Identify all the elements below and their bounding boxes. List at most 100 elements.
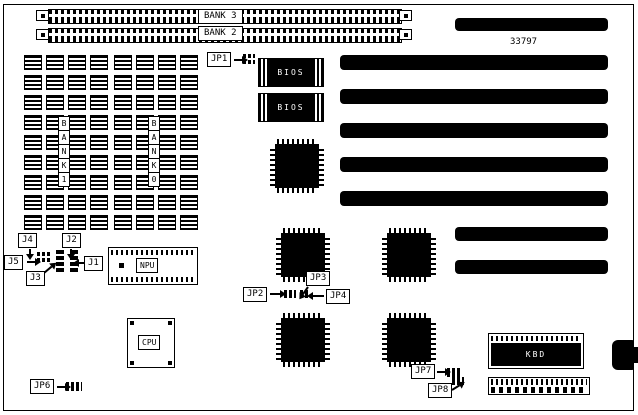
chip-die [387, 318, 431, 362]
isa-slot-5 [340, 157, 608, 172]
dip-memory-chip [24, 195, 42, 210]
dip-memory-chip [68, 55, 86, 70]
dip-memory-chip [180, 175, 198, 190]
pins [491, 379, 587, 385]
part-number: 33797 [510, 37, 538, 47]
kbd-chip: KBD [488, 333, 584, 369]
bank1-letter: 1 [58, 172, 70, 187]
bank0-letter: 0 [148, 172, 160, 187]
asic-chip-4 [276, 313, 330, 367]
bank1-letter: K [58, 158, 70, 173]
dip-memory-chip [68, 115, 86, 130]
isa-slot-1 [455, 18, 608, 31]
dip-memory-chip [114, 115, 132, 130]
pins [277, 139, 317, 144]
pin1-dot [119, 263, 124, 268]
simm-end-tab [399, 10, 412, 21]
dip-memory-chip [180, 155, 198, 170]
bios-pins [313, 59, 323, 86]
simm-end-tab [36, 29, 49, 40]
isa-slot-4 [340, 123, 608, 138]
bios-chip-1: BIOS [258, 58, 324, 87]
simm-end-tab [36, 10, 49, 21]
jp6-jumper-block [66, 382, 82, 391]
bios1-label: BIOS [269, 59, 313, 86]
chip-die [281, 233, 325, 277]
cpu-label: CPU [138, 335, 161, 350]
dip-memory-chip [90, 55, 108, 70]
jumper-label-j1: J1 [84, 256, 103, 271]
bios-chip-2: BIOS [258, 93, 324, 122]
dip-memory-chip [180, 75, 198, 90]
dip-memory-chip [46, 95, 64, 110]
dip-memory-chip [180, 115, 198, 130]
corner-tick [168, 361, 172, 365]
dip-memory-chip [158, 115, 176, 130]
jp3-jp4-jumper-block [300, 290, 310, 298]
jp2-jumper-block [284, 290, 296, 298]
dip-memory-chip [90, 135, 108, 150]
dip-memory-chip [114, 175, 132, 190]
jumper-label-j3: J3 [26, 271, 45, 286]
asic-chip-5 [382, 313, 436, 367]
jumper-label-j4: J4 [18, 233, 37, 248]
dip-memory-chip [90, 95, 108, 110]
pins [276, 235, 281, 275]
pins [389, 362, 429, 367]
jumper-label-jp1: JP1 [207, 52, 232, 67]
isa-slot-3 [340, 89, 608, 104]
jumper-label-jp3: JP3 [306, 271, 331, 286]
pins [325, 320, 330, 360]
pins [283, 313, 323, 318]
keyboard-din-tab [631, 347, 638, 363]
jp7-jumper-block [447, 368, 461, 377]
dip-memory-chip [158, 155, 176, 170]
dip-memory-chip [136, 75, 154, 90]
bank1-vertical-label: B A N K 1 [58, 116, 70, 187]
keyboard-header [488, 377, 590, 395]
pins [325, 235, 330, 275]
dip-memory-chip [158, 135, 176, 150]
dip-memory-chip [68, 215, 86, 230]
dip-memory-chip [158, 175, 176, 190]
dip-memory-chip [90, 115, 108, 130]
pins [277, 188, 317, 193]
j5-arrow [27, 258, 41, 266]
dip-memory-chip [158, 95, 176, 110]
isa-slot-6 [340, 191, 608, 206]
pins [283, 277, 323, 282]
dip-memory-chip [24, 215, 42, 230]
pins [389, 228, 429, 233]
dip-memory-chip [114, 155, 132, 170]
j-jumper-strip [56, 250, 64, 272]
dip-memory-chip [24, 155, 42, 170]
dip-grid-bank0 [114, 55, 198, 230]
bank3-label: BANK 3 [198, 9, 243, 24]
bank0-letter: A [148, 130, 160, 145]
pins [283, 228, 323, 233]
board-outline [3, 4, 634, 411]
dip-memory-chip [158, 215, 176, 230]
pins [491, 336, 581, 341]
bank1-letter: N [58, 144, 70, 159]
dip-memory-chip [68, 175, 86, 190]
dip-memory-chip [114, 75, 132, 90]
dip-memory-chip [46, 195, 64, 210]
dip-memory-chip [24, 135, 42, 150]
dip-memory-chip [24, 55, 42, 70]
dip-memory-chip [46, 75, 64, 90]
dip-memory-chip [90, 215, 108, 230]
dip-memory-chip [114, 195, 132, 210]
isa-slot-7 [455, 227, 608, 241]
dip-memory-chip [180, 195, 198, 210]
chip-die [387, 233, 431, 277]
bank2-label: BANK 2 [198, 26, 243, 41]
jumper-label-jp8: JP8 [428, 383, 453, 398]
dip-memory-chip [68, 155, 86, 170]
cpu-socket: CPU [127, 318, 175, 368]
pins [389, 277, 429, 282]
dip-grid-bank1 [24, 55, 108, 230]
asic-chip-1 [270, 139, 324, 193]
dip-memory-chip [46, 215, 64, 230]
dip-memory-chip [136, 55, 154, 70]
